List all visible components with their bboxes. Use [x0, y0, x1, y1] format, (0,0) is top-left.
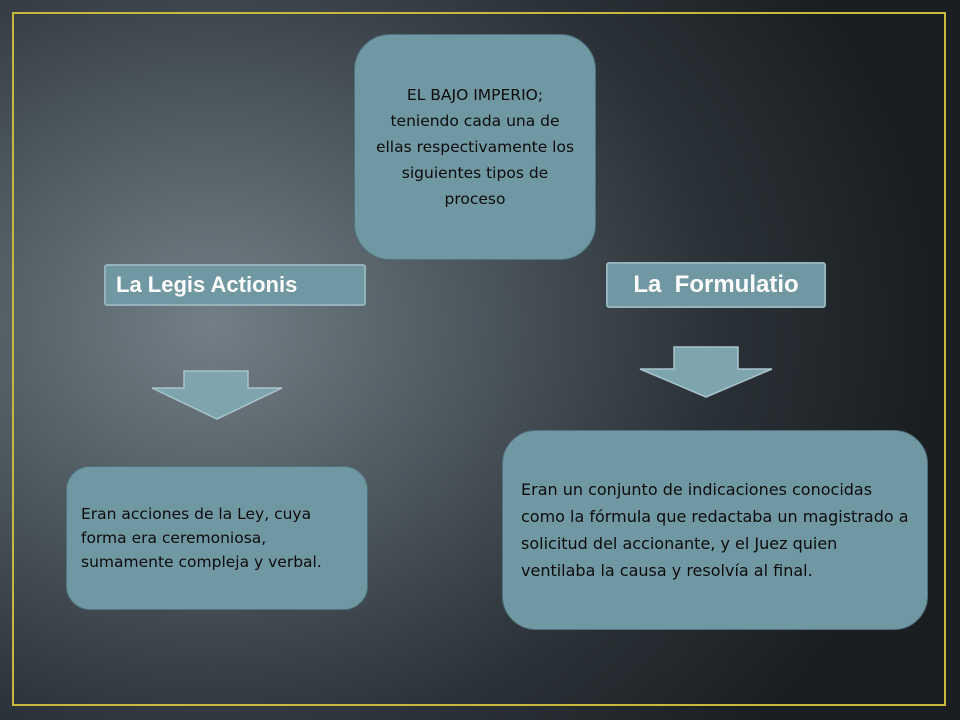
- down-arrow-left-icon: [151, 370, 283, 420]
- formulatio-label: La Formulatio: [606, 262, 826, 308]
- down-arrow-right-icon: [639, 346, 773, 398]
- legis-actionis-label: La Legis Actionis: [104, 264, 366, 306]
- formulatio-description-text: Eran un conjunto de indicaciones conocid…: [521, 480, 909, 580]
- legis-actionis-description-text: Eran acciones de la Ley, cuya forma era …: [81, 505, 322, 571]
- slide-frame: [12, 12, 946, 706]
- top-concept-box: EL BAJO IMPERIO; teniendo cada una de el…: [354, 34, 596, 260]
- formulatio-label-text: La Formulatio: [633, 271, 799, 298]
- legis-actionis-label-text: La Legis Actionis: [116, 272, 298, 297]
- formulatio-description-box: Eran un conjunto de indicaciones conocid…: [502, 430, 928, 630]
- legis-actionis-description-box: Eran acciones de la Ley, cuya forma era …: [66, 466, 368, 610]
- top-concept-text: EL BAJO IMPERIO; teniendo cada una de el…: [375, 86, 575, 208]
